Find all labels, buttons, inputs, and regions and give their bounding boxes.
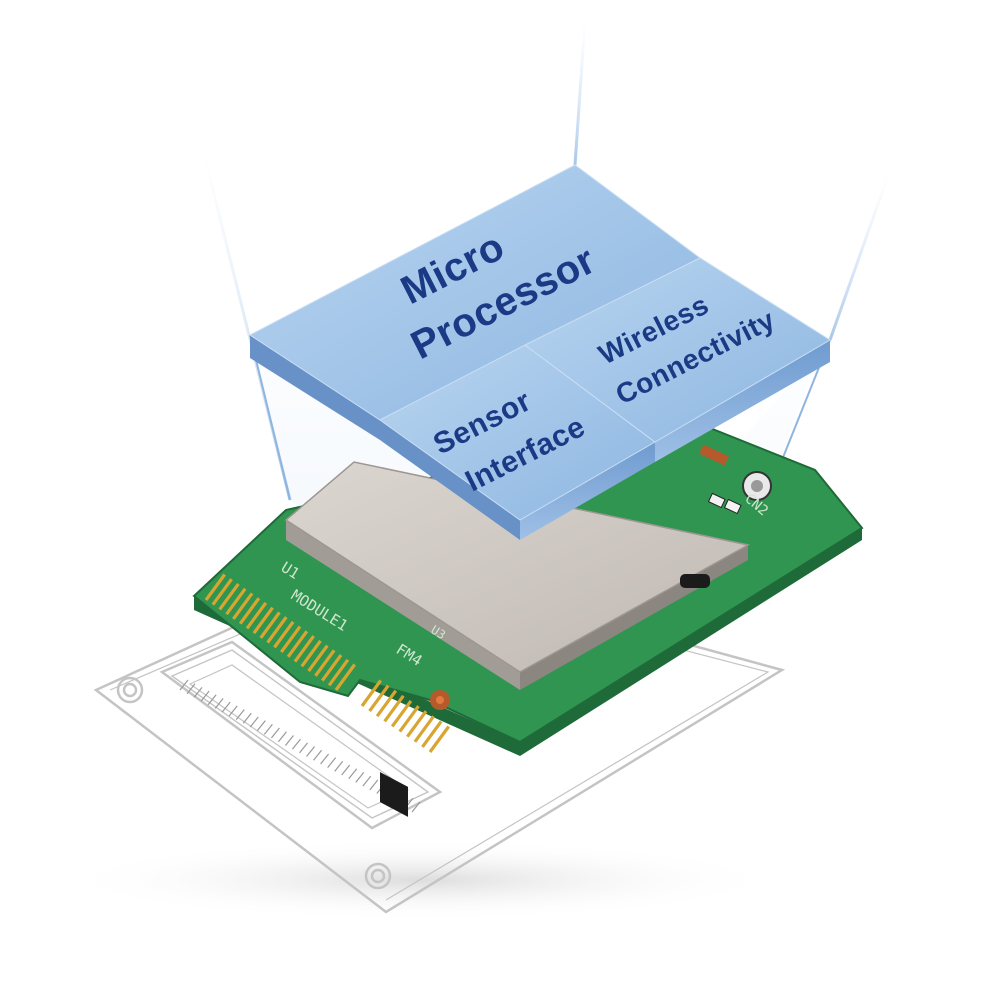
gold-finger [406, 710, 428, 738]
block-sensor-interface: Sensor Interface [379, 344, 656, 540]
gold-finger [314, 649, 336, 677]
socket-pin [235, 709, 245, 720]
socket-pin [313, 749, 323, 761]
gold-finger [204, 573, 226, 601]
gold-finger [383, 694, 405, 723]
socket-pin [277, 731, 287, 743]
gold-finger [293, 635, 315, 663]
gold-finger [390, 699, 413, 728]
gold-finger [211, 578, 233, 606]
socket-pin [362, 775, 372, 787]
gold-finger [398, 705, 420, 733]
function-blocks: Micro Processor Sensor Interface Wireles… [249, 164, 831, 540]
gold-finger [245, 601, 268, 630]
socket-pin [228, 705, 238, 717]
m2-module: U1 MODULE1 FM4 U3 CN2 [192, 418, 864, 817]
gold-finger [375, 689, 398, 718]
m2-socket [159, 640, 443, 830]
gold-finger [334, 663, 356, 691]
socket-pin [256, 720, 266, 732]
socket-pin [334, 760, 344, 772]
socket-pin [341, 764, 351, 776]
socket-pin [207, 694, 217, 706]
rf-shield-can [284, 461, 751, 673]
block-wireless-connectivity: Wireless Connectivity [524, 257, 831, 462]
gold-finger [218, 583, 240, 611]
socket-pin [411, 801, 421, 813]
socket-pin [221, 701, 231, 713]
socket-pin [214, 698, 224, 709]
socket-pin [348, 768, 358, 780]
gold-finger [413, 715, 435, 743]
socket-pin [284, 735, 294, 746]
silk-u3: U3 [428, 623, 448, 643]
gold-finger [273, 620, 295, 649]
socket-pin [193, 687, 203, 698]
gold-fingers-right [360, 679, 450, 753]
socket-pin [327, 757, 337, 769]
antenna-connector [699, 444, 772, 515]
gold-finger [238, 597, 261, 625]
gold-finger [259, 611, 281, 639]
socket-pin [299, 742, 308, 754]
socket-pin [369, 779, 379, 791]
socket-pin [200, 690, 210, 702]
socket-pin [179, 679, 189, 691]
gold-finger [225, 587, 247, 616]
gold-finger [368, 684, 390, 713]
gold-finger [307, 644, 329, 672]
gold-finger [321, 654, 343, 682]
socket-pin [306, 746, 316, 757]
socket-pin [292, 738, 301, 750]
gold-finger [327, 658, 350, 687]
gold-finger [266, 616, 288, 644]
socket-pin [270, 727, 280, 739]
gold-finger [232, 592, 254, 620]
socket-pin [242, 712, 252, 724]
gold-finger [360, 679, 382, 707]
socket-pin [186, 683, 196, 695]
gold-finger [252, 606, 274, 635]
gold-finger [300, 639, 322, 668]
gold-finger [279, 625, 302, 654]
gold-fingers-left [204, 573, 356, 691]
gold-finger [428, 725, 450, 753]
gold-finger [286, 630, 309, 658]
mount-hole-left [116, 676, 144, 704]
socket-pin [320, 753, 330, 765]
shield-notches [380, 574, 710, 817]
socket-pin [249, 716, 259, 728]
socket-pins [179, 679, 421, 813]
mount-hole-bottom [364, 862, 392, 890]
gold-finger [421, 720, 443, 748]
socket-pin [355, 772, 365, 783]
socket-pin [263, 723, 273, 735]
